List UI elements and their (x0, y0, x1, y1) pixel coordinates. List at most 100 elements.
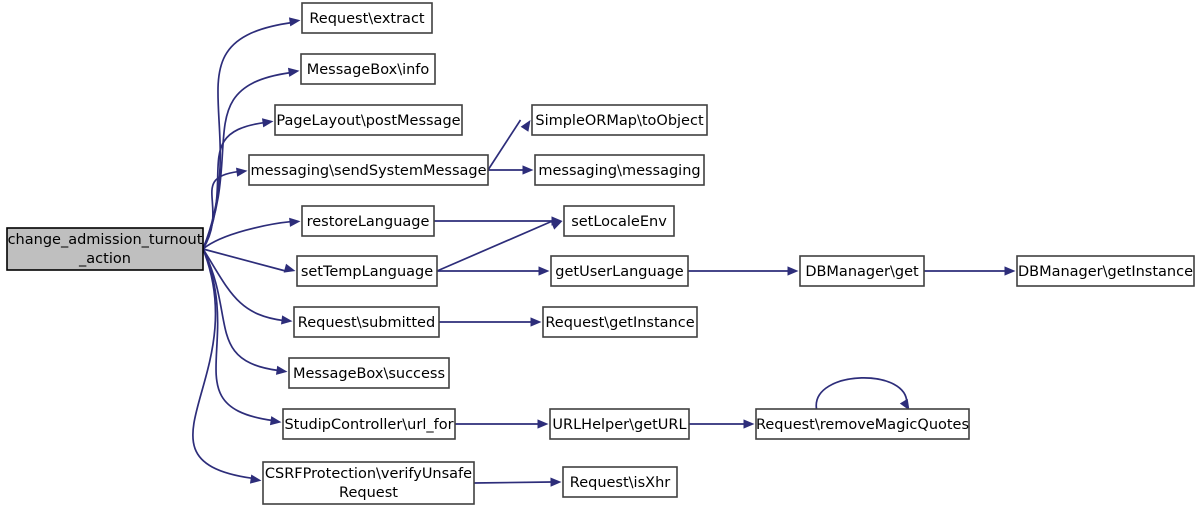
node-label-extract: Request\extract (309, 11, 425, 27)
edge-root-to-msgboxsucc (202, 248, 279, 372)
node-msgboxsucc[interactable]: MessageBox\success (288, 357, 450, 389)
node-label-dbget: DBManager\get (805, 264, 919, 280)
edge-csrf-to-isxhr (473, 481, 552, 484)
node-label-geturl: URLHelper\getURL (552, 417, 686, 433)
node-label-isxhr: Request\isXhr (570, 475, 670, 491)
node-label-root-line1: change_admission_turnout (8, 232, 203, 248)
node-getuserlang[interactable]: getUserLanguage (550, 255, 689, 287)
edge-urlfor-to-geturl-arrowhead (537, 419, 549, 429)
node-isxhr[interactable]: Request\isXhr (562, 466, 678, 498)
node-urlfor[interactable]: StudipController\url_for (282, 408, 456, 440)
node-box-root[interactable] (6, 227, 204, 271)
node-box-removemagic[interactable] (755, 408, 970, 440)
node-label-getuserlang: getUserLanguage (555, 264, 683, 280)
edge-root-to-sendsys-arrowhead (236, 167, 248, 177)
edge-geturl-to-removemagic-arrowhead (743, 419, 755, 429)
node-removemagic[interactable]: Request\removeMagicQuotes (755, 408, 970, 440)
edge-root-to-restorelang (202, 220, 292, 250)
edge-settemplang-to-setlocale (436, 220, 553, 272)
node-submitted[interactable]: Request\submitted (293, 306, 440, 338)
edge-submitted-to-getinstance-arrowhead (530, 317, 542, 327)
edge-settemplang-to-getuserlang-arrowhead (538, 266, 550, 276)
node-label-msgboxsucc: MessageBox\success (293, 366, 445, 382)
node-toobject[interactable]: SimpleORMap\toObject (531, 104, 708, 136)
edge-dbget-to-dbgetinst-arrowhead (1004, 266, 1016, 276)
edge-root-to-msgboxsucc-arrowhead (275, 365, 288, 375)
edge-root-to-sendsys (202, 170, 239, 250)
node-messaging[interactable]: messaging\messaging (534, 154, 705, 186)
edge-root-to-submitted-arrowhead (281, 315, 293, 325)
node-label-urlfor: StudipController\url_for (284, 417, 453, 433)
edge-root-to-postmsg-arrowhead (261, 118, 274, 128)
node-label-msgboxinfo: MessageBox\info (307, 62, 430, 78)
edge-getuserlang-to-dbget-arrowhead (787, 266, 799, 276)
node-box-extract[interactable] (301, 2, 433, 34)
node-box-toobject[interactable] (531, 104, 708, 136)
node-sendsys[interactable]: messaging\sendSystemMessage (248, 154, 489, 186)
edge-root-to-extract-arrowhead (288, 17, 301, 27)
nodes-layer: change_admission_turnout _action Request\e… (6, 2, 1195, 505)
node-setlocale[interactable]: setLocaleEnv (563, 205, 675, 237)
node-dbgetinst[interactable]: DBManager\getInstance (1016, 255, 1195, 287)
node-box-getuserlang[interactable] (550, 255, 689, 287)
node-dbget[interactable]: DBManager\get (799, 255, 925, 287)
node-box-msgboxsucc[interactable] (288, 357, 450, 389)
node-label-settemplang: setTempLanguage (301, 264, 433, 280)
node-label-sendsys: messaging\sendSystemMessage (250, 163, 486, 179)
edge-root-to-settemplang-arrowhead (283, 263, 296, 273)
edge-root-to-csrf (192, 248, 253, 480)
node-box-submitted[interactable] (293, 306, 440, 338)
node-box-urlfor[interactable] (282, 408, 456, 440)
node-box-messaging[interactable] (534, 154, 705, 186)
node-label-toobject: SimpleORMap\toObject (535, 113, 704, 129)
node-settemplang[interactable]: setTempLanguage (296, 255, 438, 287)
node-label-dbgetinst: DBManager\getInstance (1018, 264, 1193, 280)
edge-removemagic-to-removemagic (815, 377, 908, 410)
edge-root-to-csrf-arrowhead (249, 474, 262, 484)
edge-root-to-submitted (202, 248, 284, 322)
edge-settemplang-to-setlocale-arrowhead (550, 221, 563, 230)
node-box-msgboxinfo[interactable] (300, 53, 436, 85)
edge-root-to-settemplang (202, 248, 286, 272)
edge-sendsys-to-toobject-arrowhead (520, 120, 531, 132)
node-msgboxinfo[interactable]: MessageBox\info (300, 53, 436, 85)
node-label-getinstance: Request\getInstance (545, 315, 694, 331)
edge-root-to-urlfor-arrowhead (269, 416, 282, 426)
node-getinstance[interactable]: Request\getInstance (542, 306, 698, 338)
node-box-isxhr[interactable] (562, 466, 678, 498)
node-box-geturl[interactable] (549, 408, 690, 440)
node-box-dbgetinst[interactable] (1016, 255, 1195, 287)
edges-layer (192, 17, 1016, 487)
node-restorelang[interactable]: restoreLanguage (301, 205, 435, 237)
node-label-messaging: messaging\messaging (538, 163, 700, 179)
node-label-csrf-line1: CSRFProtection\verifyUnsafe (265, 466, 472, 482)
edge-sendsys-to-toobject (487, 119, 522, 171)
node-label-restorelang: restoreLanguage (307, 214, 430, 230)
node-label-root-line2: _action (78, 251, 131, 267)
node-box-getinstance[interactable] (542, 306, 698, 338)
node-geturl[interactable]: URLHelper\getURL (549, 408, 690, 440)
edge-root-to-extract (202, 21, 292, 250)
node-box-dbget[interactable] (799, 255, 925, 287)
edge-removemagic-to-removemagic-arrowhead (899, 398, 910, 411)
node-box-setlocale[interactable] (563, 205, 675, 237)
node-box-csrf[interactable] (262, 461, 475, 505)
node-label-setlocale: setLocaleEnv (571, 214, 667, 230)
node-extract[interactable]: Request\extract (301, 2, 433, 34)
node-postmsg[interactable]: PageLayout\postMessage (274, 104, 463, 136)
edge-root-to-restorelang-arrowhead (289, 217, 301, 227)
node-box-postmsg[interactable] (274, 104, 463, 136)
node-label-csrf-line2: Request (339, 485, 398, 501)
node-box-settemplang[interactable] (296, 255, 438, 287)
node-root[interactable]: change_admission_turnout _action (6, 227, 204, 271)
node-box-restorelang[interactable] (301, 205, 435, 237)
node-box-sendsys[interactable] (248, 154, 489, 186)
node-label-submitted: Request\submitted (298, 315, 435, 331)
node-label-postmsg: PageLayout\postMessage (276, 113, 460, 129)
edge-sendsys-to-messaging-arrowhead (522, 165, 534, 175)
edge-root-to-urlfor (202, 248, 273, 422)
edge-root-to-msgboxinfo-arrowhead (287, 67, 300, 77)
